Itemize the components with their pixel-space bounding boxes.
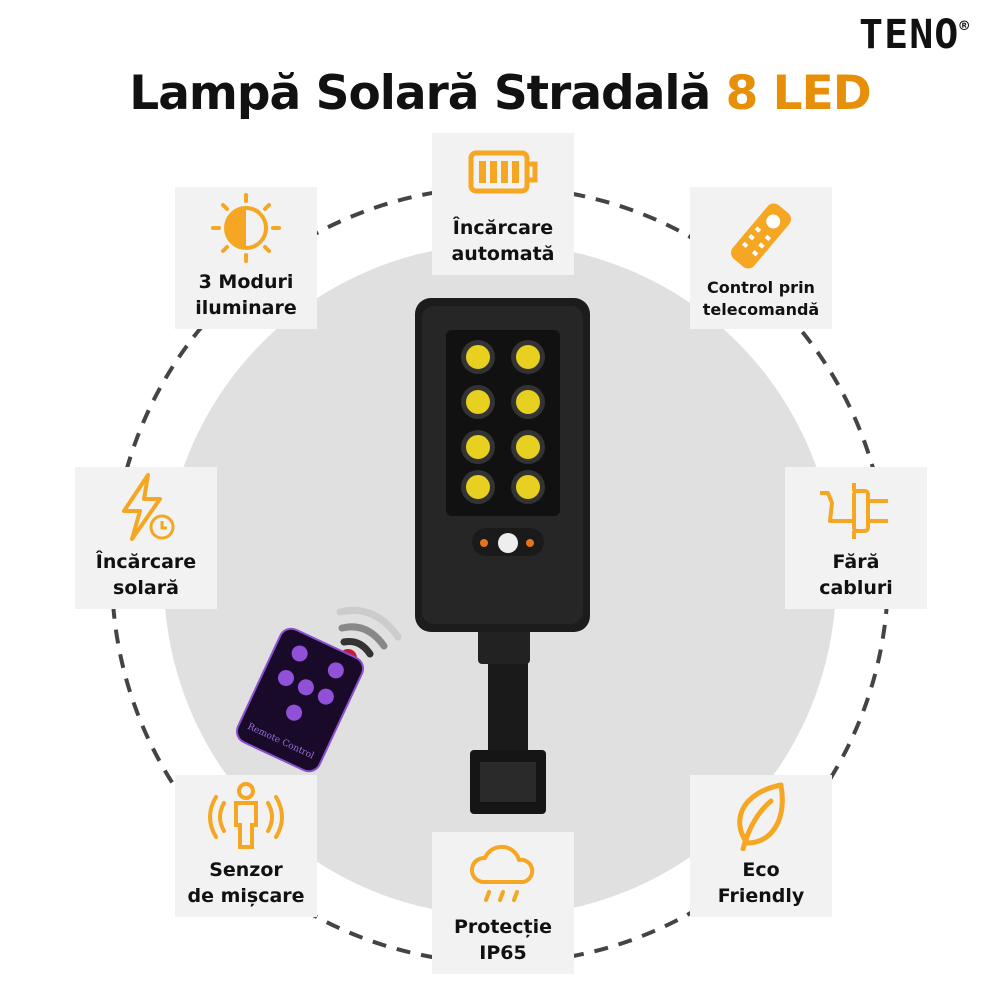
led [516, 345, 540, 369]
feature-label: Protecție [453, 916, 553, 938]
brand-name: TENO [859, 12, 960, 58]
feature-label: cabluri [819, 577, 893, 599]
remote-icon [731, 203, 791, 269]
feature-card-wireless: Fără cabluri [785, 467, 927, 609]
title-main: Lampă Solară Stradală [129, 66, 711, 121]
feature-label: Fără [832, 551, 880, 573]
led [516, 390, 540, 414]
led [516, 435, 540, 459]
led [466, 435, 490, 459]
lightning-clock-icon [122, 473, 175, 541]
feature-card-light-modes: 3 Moduri iluminare [175, 187, 317, 329]
feature-label: Încărcare [95, 551, 197, 573]
feature-label: de mișcare [187, 885, 305, 907]
feature-label: Friendly [717, 885, 805, 907]
feature-card-solar-charge: Încărcare solară [75, 467, 217, 609]
page-title: Lampă Solară Stradală 8 LED [0, 66, 1000, 121]
feature-label: IP65 [479, 942, 527, 964]
feature-card-remote: Control prin telecomandă [690, 187, 832, 329]
led [466, 345, 490, 369]
feature-card-auto-charge: Încărcare automată [432, 133, 574, 275]
remote-control-image: Remote Control [235, 606, 402, 773]
brand-logo: TENO® [859, 12, 970, 58]
solar-lamp-image [415, 298, 590, 814]
led [466, 475, 490, 499]
led [516, 475, 540, 499]
feature-label: 3 Moduri [198, 271, 294, 293]
feature-card-motion-sensor: Senzor de mișcare [175, 775, 317, 917]
feature-label: iluminare [195, 297, 297, 319]
leaf-icon [737, 782, 785, 851]
rain-cloud-icon [470, 844, 535, 902]
title-highlight: 8 LED [725, 66, 872, 121]
feature-label: Senzor [209, 859, 283, 881]
motion-sensor-icon [208, 782, 284, 849]
feature-label: automată [451, 243, 555, 265]
feature-label: solară [113, 577, 179, 599]
led [466, 390, 490, 414]
plug-icon [820, 483, 888, 539]
half-sun-icon [211, 193, 281, 263]
feature-label: Încărcare [452, 217, 554, 239]
registered-mark: ® [959, 16, 970, 35]
feature-label: Eco [742, 859, 780, 881]
battery-icon [468, 150, 538, 194]
feature-label: Control prin [707, 278, 815, 297]
feature-label: telecomandă [702, 300, 820, 319]
